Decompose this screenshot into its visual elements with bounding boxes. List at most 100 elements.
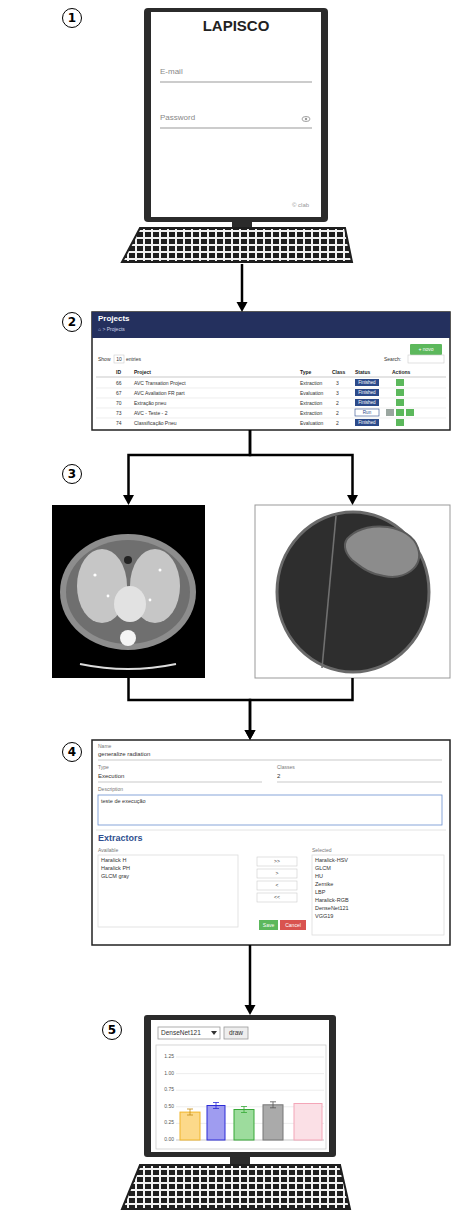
results-monitor-part — [207, 1106, 225, 1141]
copyright-note: © clab — [292, 202, 309, 208]
column-header: Status — [355, 370, 370, 375]
flow-arrow — [123, 430, 250, 505]
callout-number: 4 — [62, 742, 82, 762]
arrow-line — [250, 430, 353, 495]
arrow-line — [249, 945, 252, 1005]
results-monitor-part — [180, 1112, 200, 1140]
arrowhead — [245, 1005, 256, 1015]
table-cell: 73 — [116, 411, 122, 416]
list-item: GLCM gray — [101, 874, 129, 880]
button-label: + novo — [410, 347, 442, 352]
results-monitor — [122, 1015, 350, 1209]
results-monitor-part — [176, 1057, 324, 1058]
results-monitor-part — [224, 1027, 248, 1039]
list-item: LBP — [315, 890, 325, 896]
extractor-form-screenshot-part — [98, 795, 442, 825]
table-cell: Evaluation — [300, 391, 323, 396]
flow-arrow — [250, 430, 358, 505]
arrowhead — [245, 730, 256, 740]
field-label: E-mail — [160, 68, 183, 76]
list-item: DenseNet121 — [315, 906, 349, 912]
toolbar-text: Search: — [384, 357, 401, 362]
callout-number: 5 — [102, 1020, 122, 1040]
lung-ct-scan-part — [120, 630, 136, 646]
button-label: draw — [224, 1030, 248, 1037]
results-monitor-part — [211, 1031, 217, 1035]
lung-ct-scan-part — [114, 586, 146, 622]
field-value: generalize radiation — [98, 751, 150, 757]
table-cell: Extraction — [300, 401, 322, 406]
table-cell: 66 — [116, 381, 122, 386]
flow-arrow — [245, 678, 353, 740]
table-cell: Extraction — [300, 381, 322, 386]
list-heading: Selected — [312, 848, 331, 853]
login-monitor-part — [302, 117, 310, 122]
login-monitor-screen: LAPISCOE-mailPassword© clab — [118, 6, 356, 264]
table-cell: 2 — [336, 411, 339, 416]
callout-number: 1 — [62, 8, 82, 28]
projects-screenshot-part — [396, 389, 404, 396]
callout-number: 3 — [62, 464, 82, 484]
axis-tick: 0.25 — [156, 1120, 174, 1125]
field-value: Execution — [98, 773, 124, 779]
lung-ct-scan-part — [124, 556, 132, 564]
extractor-form-screenshot-part — [259, 920, 278, 930]
table-cell: 2 — [336, 401, 339, 406]
projects-screenshot-part — [386, 409, 394, 416]
login-monitor — [122, 8, 352, 262]
results-chart-monitor: DenseNet121draw1.251.000.750.500.250.00 — [118, 1015, 354, 1212]
extractor-form-screenshot-part — [257, 893, 297, 902]
move-button-label: << — [257, 895, 297, 900]
flow-arrow — [245, 945, 256, 1015]
list-item: Haralick-RGB — [315, 898, 349, 904]
projects-table-screenshot: Projects⌂ > Projects+ novoShow10entriesS… — [92, 312, 450, 430]
page-title: Projects — [98, 315, 130, 323]
projects-screenshot-part — [114, 355, 124, 363]
results-monitor-part — [176, 1073, 324, 1074]
status-badge: Finished — [355, 391, 379, 396]
projects-screenshot-part — [396, 399, 404, 406]
field-label: Type — [98, 765, 109, 770]
flow-arrow — [237, 264, 248, 312]
projects-screenshot-part — [396, 409, 404, 416]
field-label: Password — [160, 114, 195, 122]
list-item: Haralick-HSV — [315, 858, 348, 864]
extractor-form-screenshot-part — [96, 830, 446, 831]
results-monitor-part — [122, 1165, 350, 1209]
table-cell: Extração pneu — [134, 401, 166, 406]
arrowhead — [123, 495, 134, 505]
results-monitor-part — [151, 1020, 329, 1152]
list-item: Zernike — [315, 882, 333, 888]
table-cell: Extraction — [300, 411, 322, 416]
projects-screenshot-part — [355, 409, 379, 416]
button-label: Cancel — [280, 923, 306, 928]
login-monitor-part — [305, 118, 307, 120]
arrow-line — [241, 264, 244, 302]
projects-screenshot-part — [410, 344, 442, 355]
table-cell: 3 — [336, 381, 339, 386]
list-item: Haralick PH — [101, 866, 130, 872]
projects-screenshot-part — [96, 408, 446, 409]
lung-ct-image — [52, 505, 205, 678]
status-badge: Run — [355, 411, 379, 416]
axis-tick: 0.00 — [156, 1137, 174, 1142]
lung-ct-scan-part — [80, 664, 176, 669]
projects-screenshot-part — [92, 312, 450, 338]
extractor-form-screenshot-part — [92, 740, 450, 945]
results-monitor-part — [294, 1104, 322, 1141]
toolbar-text: Show — [98, 357, 111, 362]
results-monitor-part — [234, 1110, 254, 1141]
dropdown-value: DenseNet121 — [161, 1030, 201, 1037]
table-cell: 74 — [116, 421, 122, 426]
login-monitor-part — [160, 128, 312, 129]
list-item: VGG19 — [315, 914, 333, 920]
projects-screenshot-part — [96, 388, 446, 389]
lung-ct-scan-part — [107, 595, 110, 598]
breadcrumb: ⌂ > Projects — [98, 327, 125, 332]
axis-tick: 0.50 — [156, 1104, 174, 1109]
projects-screenshot — [92, 312, 450, 430]
projects-screenshot-part — [355, 379, 379, 386]
list-item: Haralick H — [101, 858, 126, 864]
table-cell: 3 — [336, 391, 339, 396]
lung-ct-scan-part — [52, 505, 205, 678]
